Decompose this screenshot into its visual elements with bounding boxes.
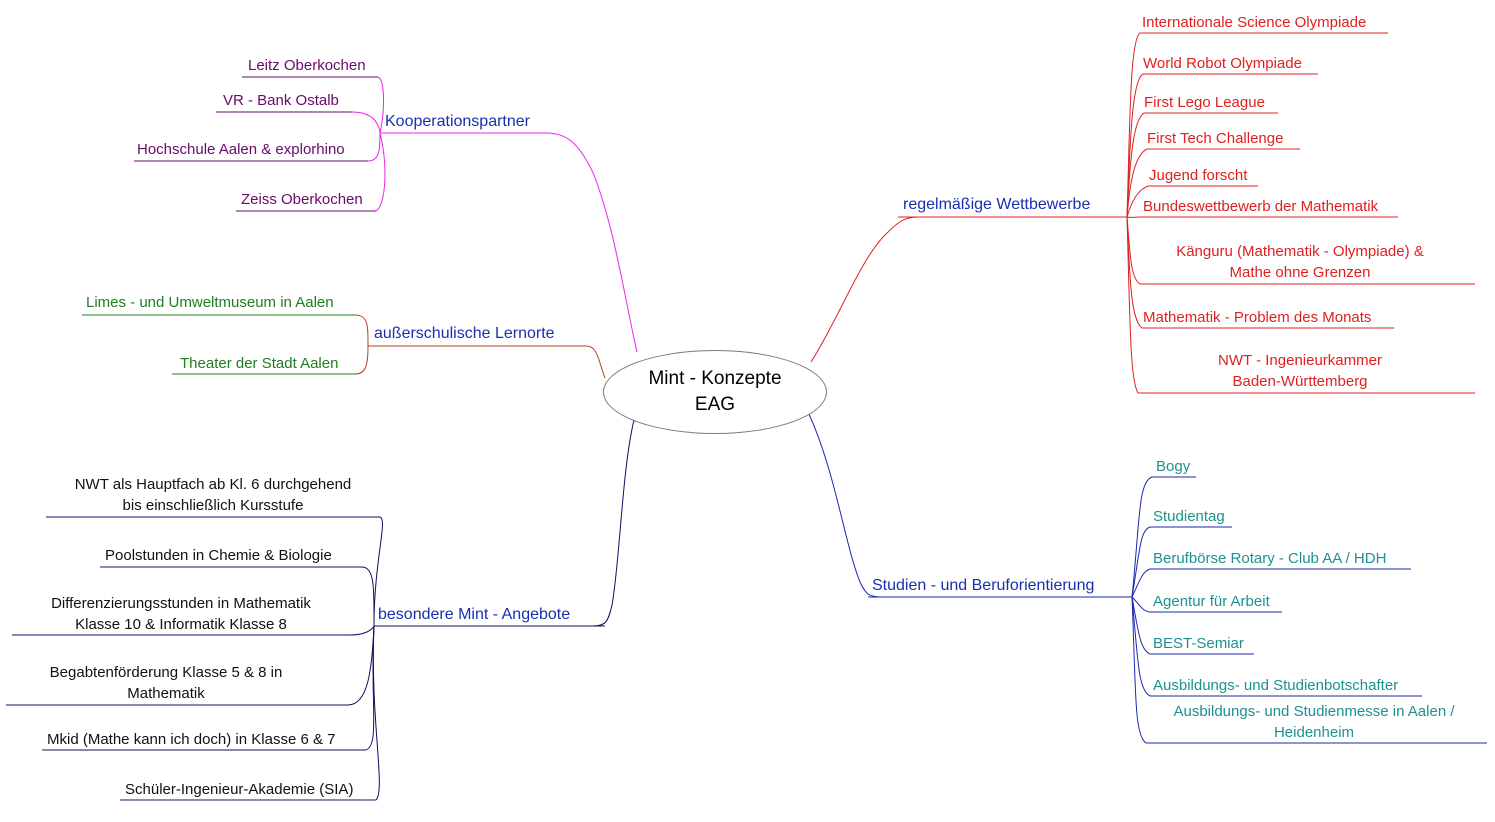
leaf-studien[interactable]: Bogy xyxy=(1156,458,1191,475)
connector-leaf xyxy=(377,76,384,134)
connector-leaf xyxy=(375,132,386,212)
leaf-kooperation[interactable]: Hochschule Aalen & explorhino xyxy=(137,141,345,158)
center-node-text: Mint - Konzepte EAG xyxy=(648,366,781,418)
leaf-wettbewerb[interactable]: NWT - Ingenieurkammer Baden-Württemberg xyxy=(1160,350,1440,392)
connector-leaf xyxy=(1131,476,1153,598)
connector-leaf xyxy=(1131,568,1151,598)
connector-leaf xyxy=(354,345,369,375)
leaf-line: Ausbildungs- und Studienmesse in Aalen / xyxy=(1173,703,1455,720)
leaf-angebot[interactable]: Poolstunden in Chemie & Biologie xyxy=(105,547,332,564)
leaf-studien[interactable]: Berufbörse Rotary - Club AA / HDH xyxy=(1153,550,1387,567)
center-line2: EAG xyxy=(694,394,736,415)
leaf-line: Känguru (Mathematik - Olympiade) & xyxy=(1176,243,1424,260)
connector-leaf xyxy=(373,516,383,627)
leaf-line: Mathematik xyxy=(127,685,205,702)
connector-leaf xyxy=(1131,596,1151,613)
connector-leaf xyxy=(351,111,381,134)
connector-leaf xyxy=(365,625,375,751)
leaf-line: Heidenheim xyxy=(1273,724,1355,741)
leaf-angebot[interactable]: Differenzierungsstunden in Mathematik Kl… xyxy=(12,593,350,635)
leaf-line: NWT als Hauptfach ab Kl. 6 durchgehend xyxy=(74,476,352,493)
branch-angebote[interactable]: besondere Mint - Angebote xyxy=(378,606,571,623)
connector-leaf xyxy=(1131,596,1151,697)
connector-leaf xyxy=(354,314,369,347)
connector-leaf xyxy=(1126,185,1149,218)
connector-leaf xyxy=(1126,148,1148,218)
leaf-wettbewerb[interactable]: World Robot Olympiade xyxy=(1143,55,1302,72)
leaf-line: Baden-Württemberg xyxy=(1232,373,1368,390)
connector-leaf xyxy=(349,625,375,636)
branch-studien[interactable]: Studien - und Beruforientierung xyxy=(872,577,1095,594)
connector-angebote xyxy=(591,419,635,627)
leaf-studien[interactable]: BEST-Semiar xyxy=(1153,635,1244,652)
leaf-studien[interactable]: Ausbildungs- und Studienmesse in Aalen /… xyxy=(1146,701,1482,743)
leaf-kooperation[interactable]: VR - Bank Ostalb xyxy=(223,92,339,109)
leaf-line: Begabtenförderung Klasse 5 & 8 in xyxy=(49,664,283,681)
leaf-line: bis einschließlich Kursstufe xyxy=(122,497,304,514)
leaf-line: Differenzierungsstunden in Mathematik xyxy=(51,595,311,612)
connector-wettbewerbe xyxy=(810,216,919,363)
leaf-line: Klasse 10 & Informatik Klasse 8 xyxy=(75,616,287,633)
branch-wettbewerbe[interactable]: regelmäßige Wettbewerbe xyxy=(903,196,1091,213)
leaf-angebot[interactable]: Schüler-Ingenieur-Akademie (SIA) xyxy=(125,781,354,798)
connector-kooperationspartner xyxy=(547,132,638,353)
leaf-studien[interactable]: Studientag xyxy=(1153,508,1225,525)
leaf-wettbewerb[interactable]: First Tech Challenge xyxy=(1147,130,1284,147)
leaf-line: NWT - Ingenieurkammer xyxy=(1218,352,1382,369)
leaf-lernort[interactable]: Theater der Stadt Aalen xyxy=(180,355,339,372)
leaf-wettbewerb[interactable]: Jugend forscht xyxy=(1149,167,1248,184)
connector-leaf xyxy=(1131,596,1147,744)
leaf-line: Mathe ohne Grenzen xyxy=(1229,264,1371,281)
leaf-wettbewerb[interactable]: Känguru (Mathematik - Olympiade) & Mathe… xyxy=(1140,241,1460,283)
connector-leaf xyxy=(361,566,375,627)
connector-leaf xyxy=(367,132,381,162)
leaf-lernort[interactable]: Limes - und Umweltmuseum in Aalen xyxy=(86,294,334,311)
branch-lernorte[interactable]: außerschulische Lernorte xyxy=(374,325,555,342)
connector-leaf xyxy=(1131,526,1151,598)
leaf-angebot[interactable]: Begabtenförderung Klasse 5 & 8 in Mathem… xyxy=(6,662,326,704)
center-line1: Mint - Konzepte xyxy=(648,368,782,389)
leaf-wettbewerb[interactable]: First Lego League xyxy=(1144,94,1265,111)
leaf-wettbewerb[interactable]: Mathematik - Problem des Monats xyxy=(1143,309,1372,326)
connector-leaf xyxy=(347,625,375,706)
connector-leaf xyxy=(1131,596,1151,655)
center-node[interactable]: Mint - Konzepte EAG xyxy=(603,350,827,434)
leaf-kooperation[interactable]: Leitz Oberkochen xyxy=(248,57,366,74)
leaf-angebot[interactable]: NWT als Hauptfach ab Kl. 6 durchgehend b… xyxy=(46,474,380,516)
connector-lernorte xyxy=(585,345,606,379)
leaf-studien[interactable]: Ausbildungs- und Studienbotschafter xyxy=(1153,677,1399,694)
leaf-wettbewerb[interactable]: Internationale Science Olympiade xyxy=(1142,14,1367,31)
branch-kooperationspartner[interactable]: Kooperationspartner xyxy=(385,113,530,130)
leaf-studien[interactable]: Agentur für Arbeit xyxy=(1153,593,1270,610)
connector-leaf xyxy=(372,625,380,801)
leaf-angebot[interactable]: Mkid (Mathe kann ich doch) in Klasse 6 &… xyxy=(47,731,336,748)
connector-leaf xyxy=(1126,112,1145,218)
connector-leaf xyxy=(1126,216,1139,394)
connector-studien xyxy=(807,411,883,598)
leaf-kooperation[interactable]: Zeiss Oberkochen xyxy=(241,191,363,208)
leaf-wettbewerb[interactable]: Bundeswettbewerb der Mathematik xyxy=(1143,198,1379,215)
